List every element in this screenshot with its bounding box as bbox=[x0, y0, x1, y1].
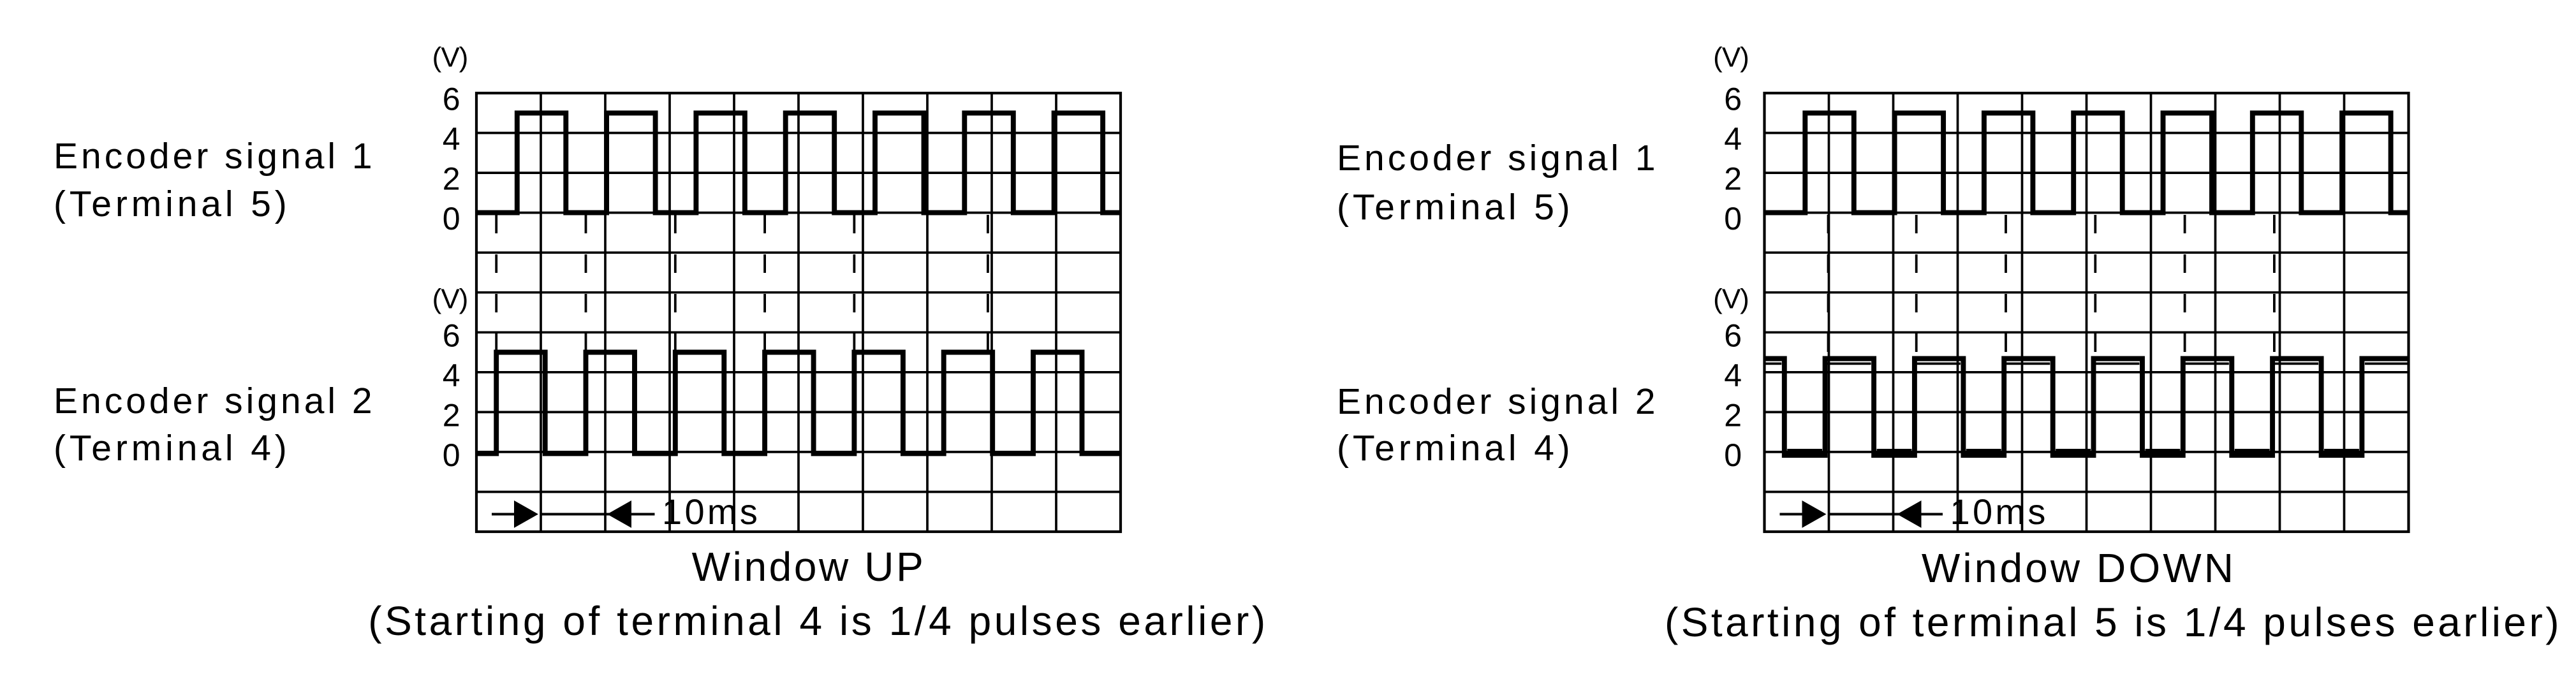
svg-text:6: 6 bbox=[443, 317, 460, 353]
svg-text:Encoder signal 2: Encoder signal 2 bbox=[54, 381, 376, 421]
svg-text:(V): (V) bbox=[1713, 42, 1749, 73]
svg-text:(V): (V) bbox=[1713, 284, 1749, 315]
svg-text:Encoder signal 2: Encoder signal 2 bbox=[1337, 381, 1659, 422]
svg-text:(Terminal 5): (Terminal 5) bbox=[54, 184, 291, 224]
svg-text:0: 0 bbox=[443, 437, 460, 473]
svg-text:2: 2 bbox=[1724, 397, 1742, 433]
svg-text:10ms: 10ms bbox=[662, 492, 760, 532]
svg-text:(Terminal 4): (Terminal 4) bbox=[1337, 428, 1574, 469]
svg-text:(Starting of terminal 4 is 1/4: (Starting of terminal 4 is 1/4 pulses ea… bbox=[368, 598, 1269, 644]
svg-text:(V): (V) bbox=[432, 42, 468, 73]
svg-text:Window DOWN: Window DOWN bbox=[1922, 545, 2236, 591]
svg-text:4: 4 bbox=[443, 121, 460, 157]
svg-text:4: 4 bbox=[1724, 121, 1742, 157]
svg-text:4: 4 bbox=[1724, 358, 1742, 393]
svg-text:10ms: 10ms bbox=[1950, 492, 2049, 532]
svg-text:(Terminal 4): (Terminal 4) bbox=[54, 428, 291, 469]
svg-text:Window UP: Window UP bbox=[692, 544, 926, 590]
svg-text:2: 2 bbox=[1724, 161, 1742, 197]
svg-text:Encoder signal 1: Encoder signal 1 bbox=[54, 136, 376, 177]
svg-text:2: 2 bbox=[443, 397, 460, 433]
svg-text:6: 6 bbox=[1724, 317, 1742, 353]
svg-text:(V): (V) bbox=[432, 284, 468, 315]
svg-text:(Terminal 5): (Terminal 5) bbox=[1337, 187, 1574, 228]
svg-text:6: 6 bbox=[1724, 82, 1742, 117]
svg-text:0: 0 bbox=[1724, 437, 1742, 473]
svg-text:Encoder signal 1: Encoder signal 1 bbox=[1337, 138, 1659, 179]
svg-text:6: 6 bbox=[443, 82, 460, 117]
svg-text:2: 2 bbox=[443, 161, 460, 197]
svg-text:0: 0 bbox=[1724, 201, 1742, 237]
svg-text:(Starting of terminal 5 is 1/4: (Starting of terminal 5 is 1/4 pulses ea… bbox=[1665, 599, 2562, 645]
svg-text:0: 0 bbox=[443, 201, 460, 237]
svg-text:4: 4 bbox=[443, 358, 460, 393]
